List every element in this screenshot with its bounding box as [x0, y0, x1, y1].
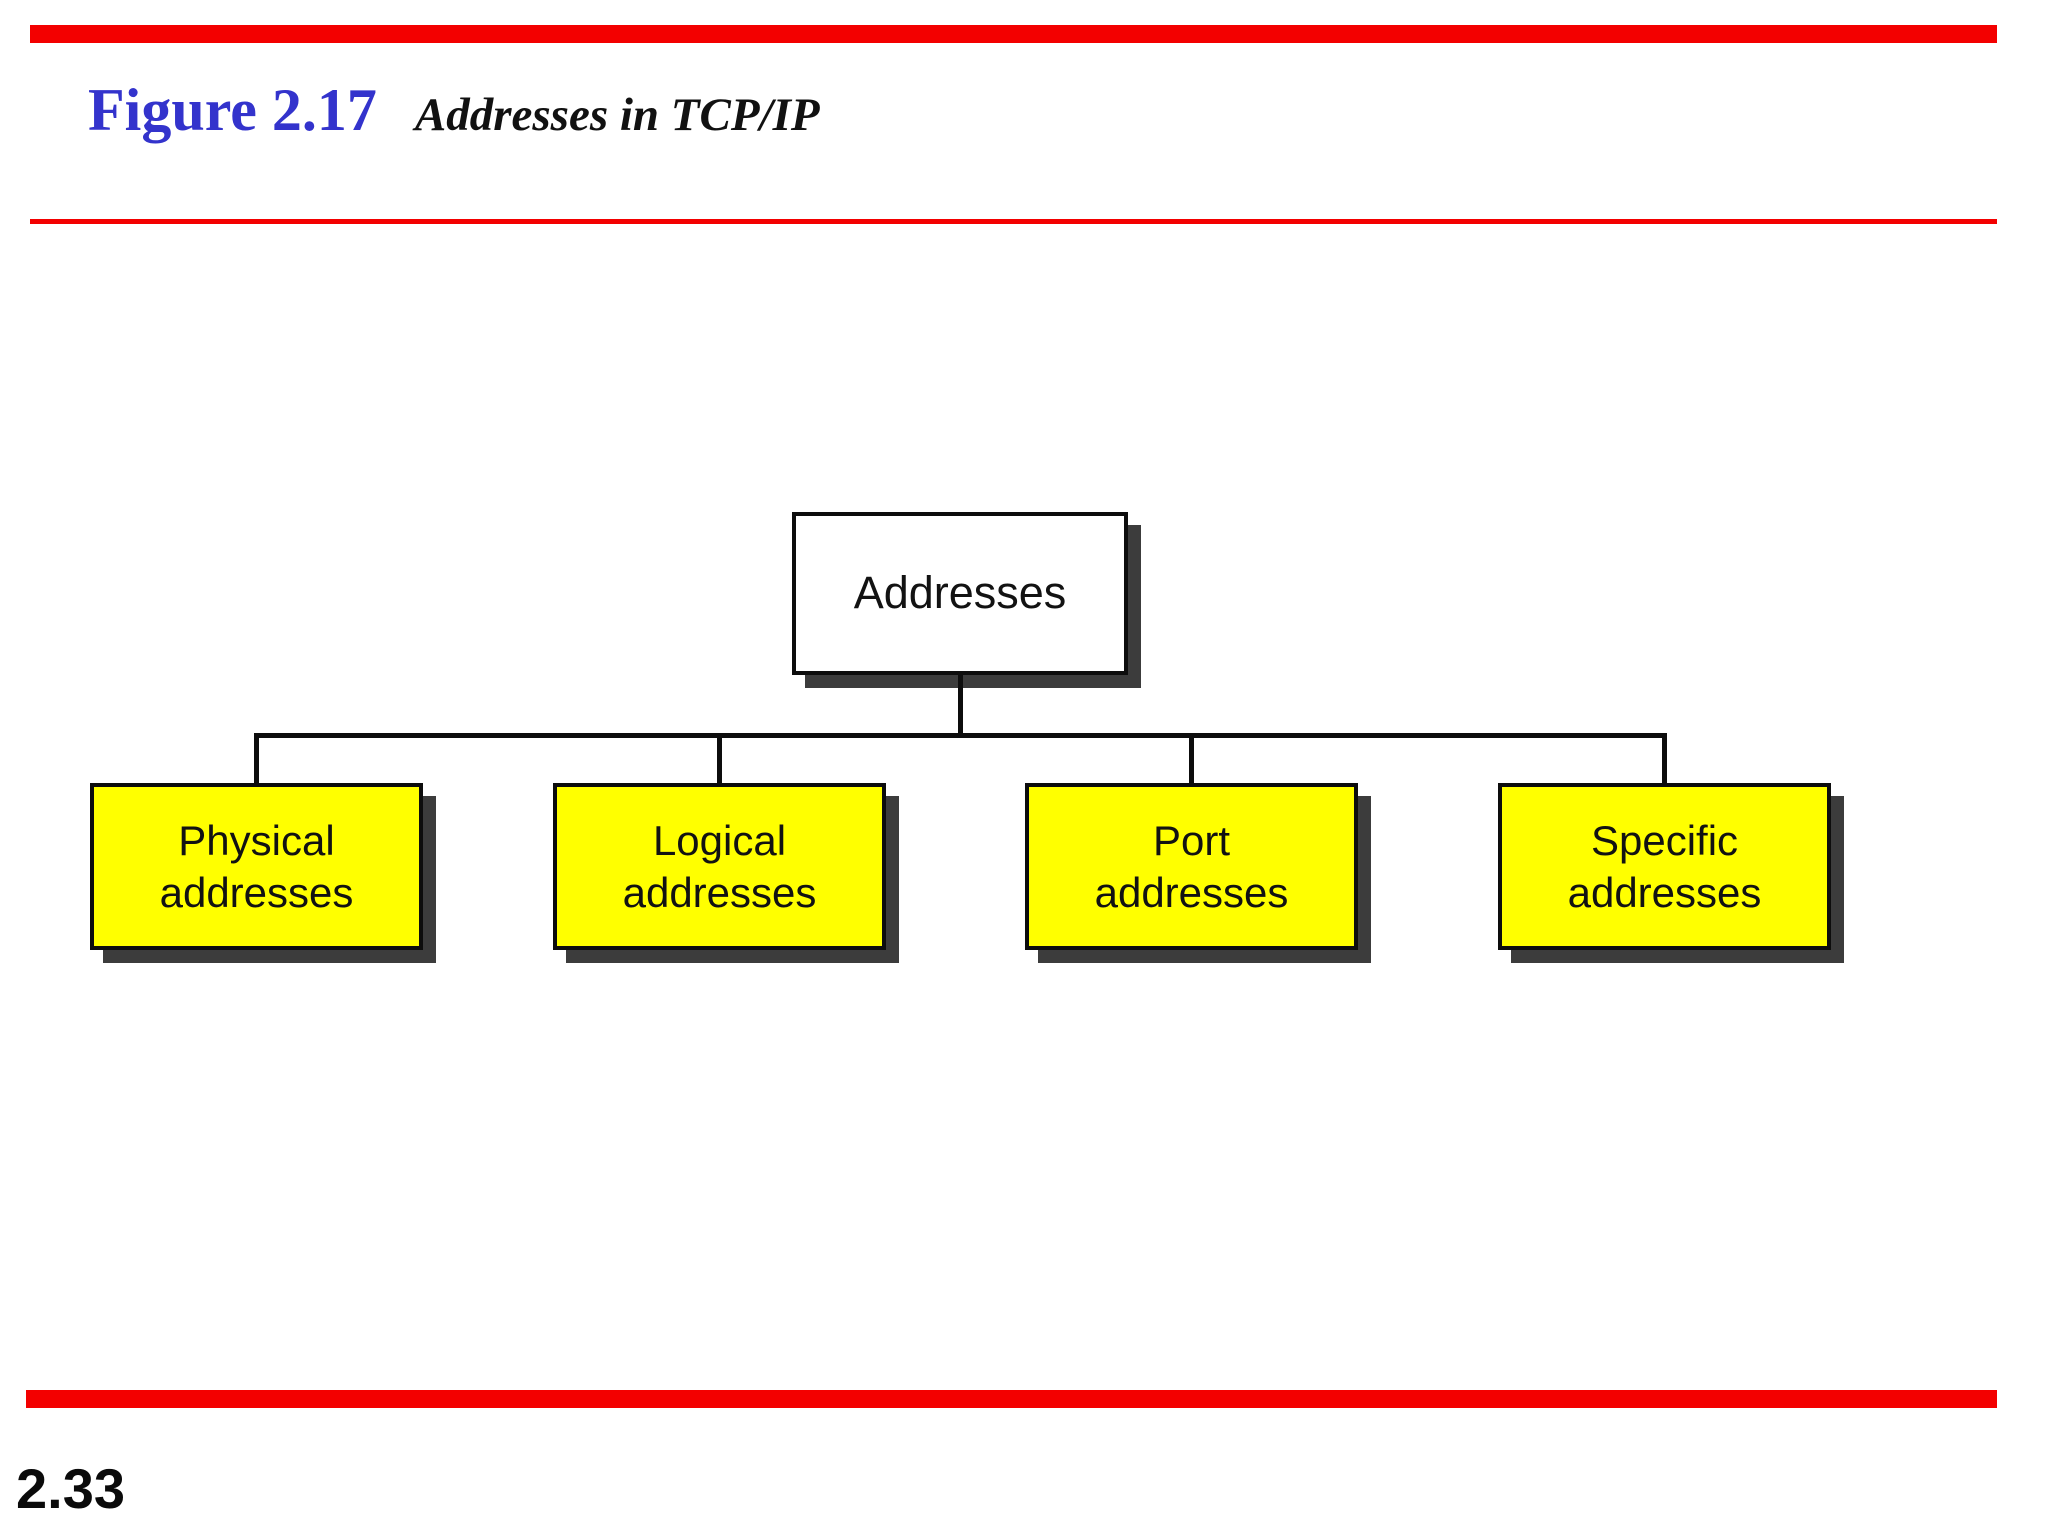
node-physical-addresses: Physical addresses	[90, 783, 423, 950]
connector-stub-port	[1189, 735, 1194, 785]
node-addresses-label: Addresses	[853, 567, 1067, 619]
connector-root-stub	[958, 673, 963, 735]
slide-header: Figure 2.17 Addresses in TCP/IP	[88, 76, 820, 145]
node-logical-addresses: Logical addresses	[553, 783, 886, 950]
node-port-addresses: Port addresses	[1025, 783, 1358, 950]
connector-stub-specific	[1662, 735, 1667, 785]
node-specific-line1: Specific	[1590, 817, 1739, 865]
node-physical-line2: addresses	[159, 868, 354, 916]
connector-horizontal-line	[254, 733, 1667, 738]
connector-stub-logical	[717, 735, 722, 785]
page-number: 2.33	[16, 1457, 125, 1520]
node-logical-line2: addresses	[622, 868, 817, 916]
header-underline	[30, 219, 1997, 224]
figure-label: Figure 2.17	[88, 77, 377, 143]
node-port-line1: Port	[1152, 817, 1231, 865]
bottom-accent-bar	[26, 1390, 1997, 1408]
node-physical-line1: Physical	[178, 817, 335, 865]
figure-title: Addresses in TCP/IP	[414, 89, 820, 141]
node-logical-line1: Logical	[652, 817, 787, 865]
top-accent-bar	[30, 25, 1997, 43]
connector-stub-physical	[254, 735, 259, 785]
node-specific-addresses: Specific addresses	[1498, 783, 1831, 950]
node-addresses: Addresses	[792, 512, 1128, 675]
node-port-line2: addresses	[1094, 868, 1289, 916]
node-specific-line2: addresses	[1567, 868, 1762, 916]
